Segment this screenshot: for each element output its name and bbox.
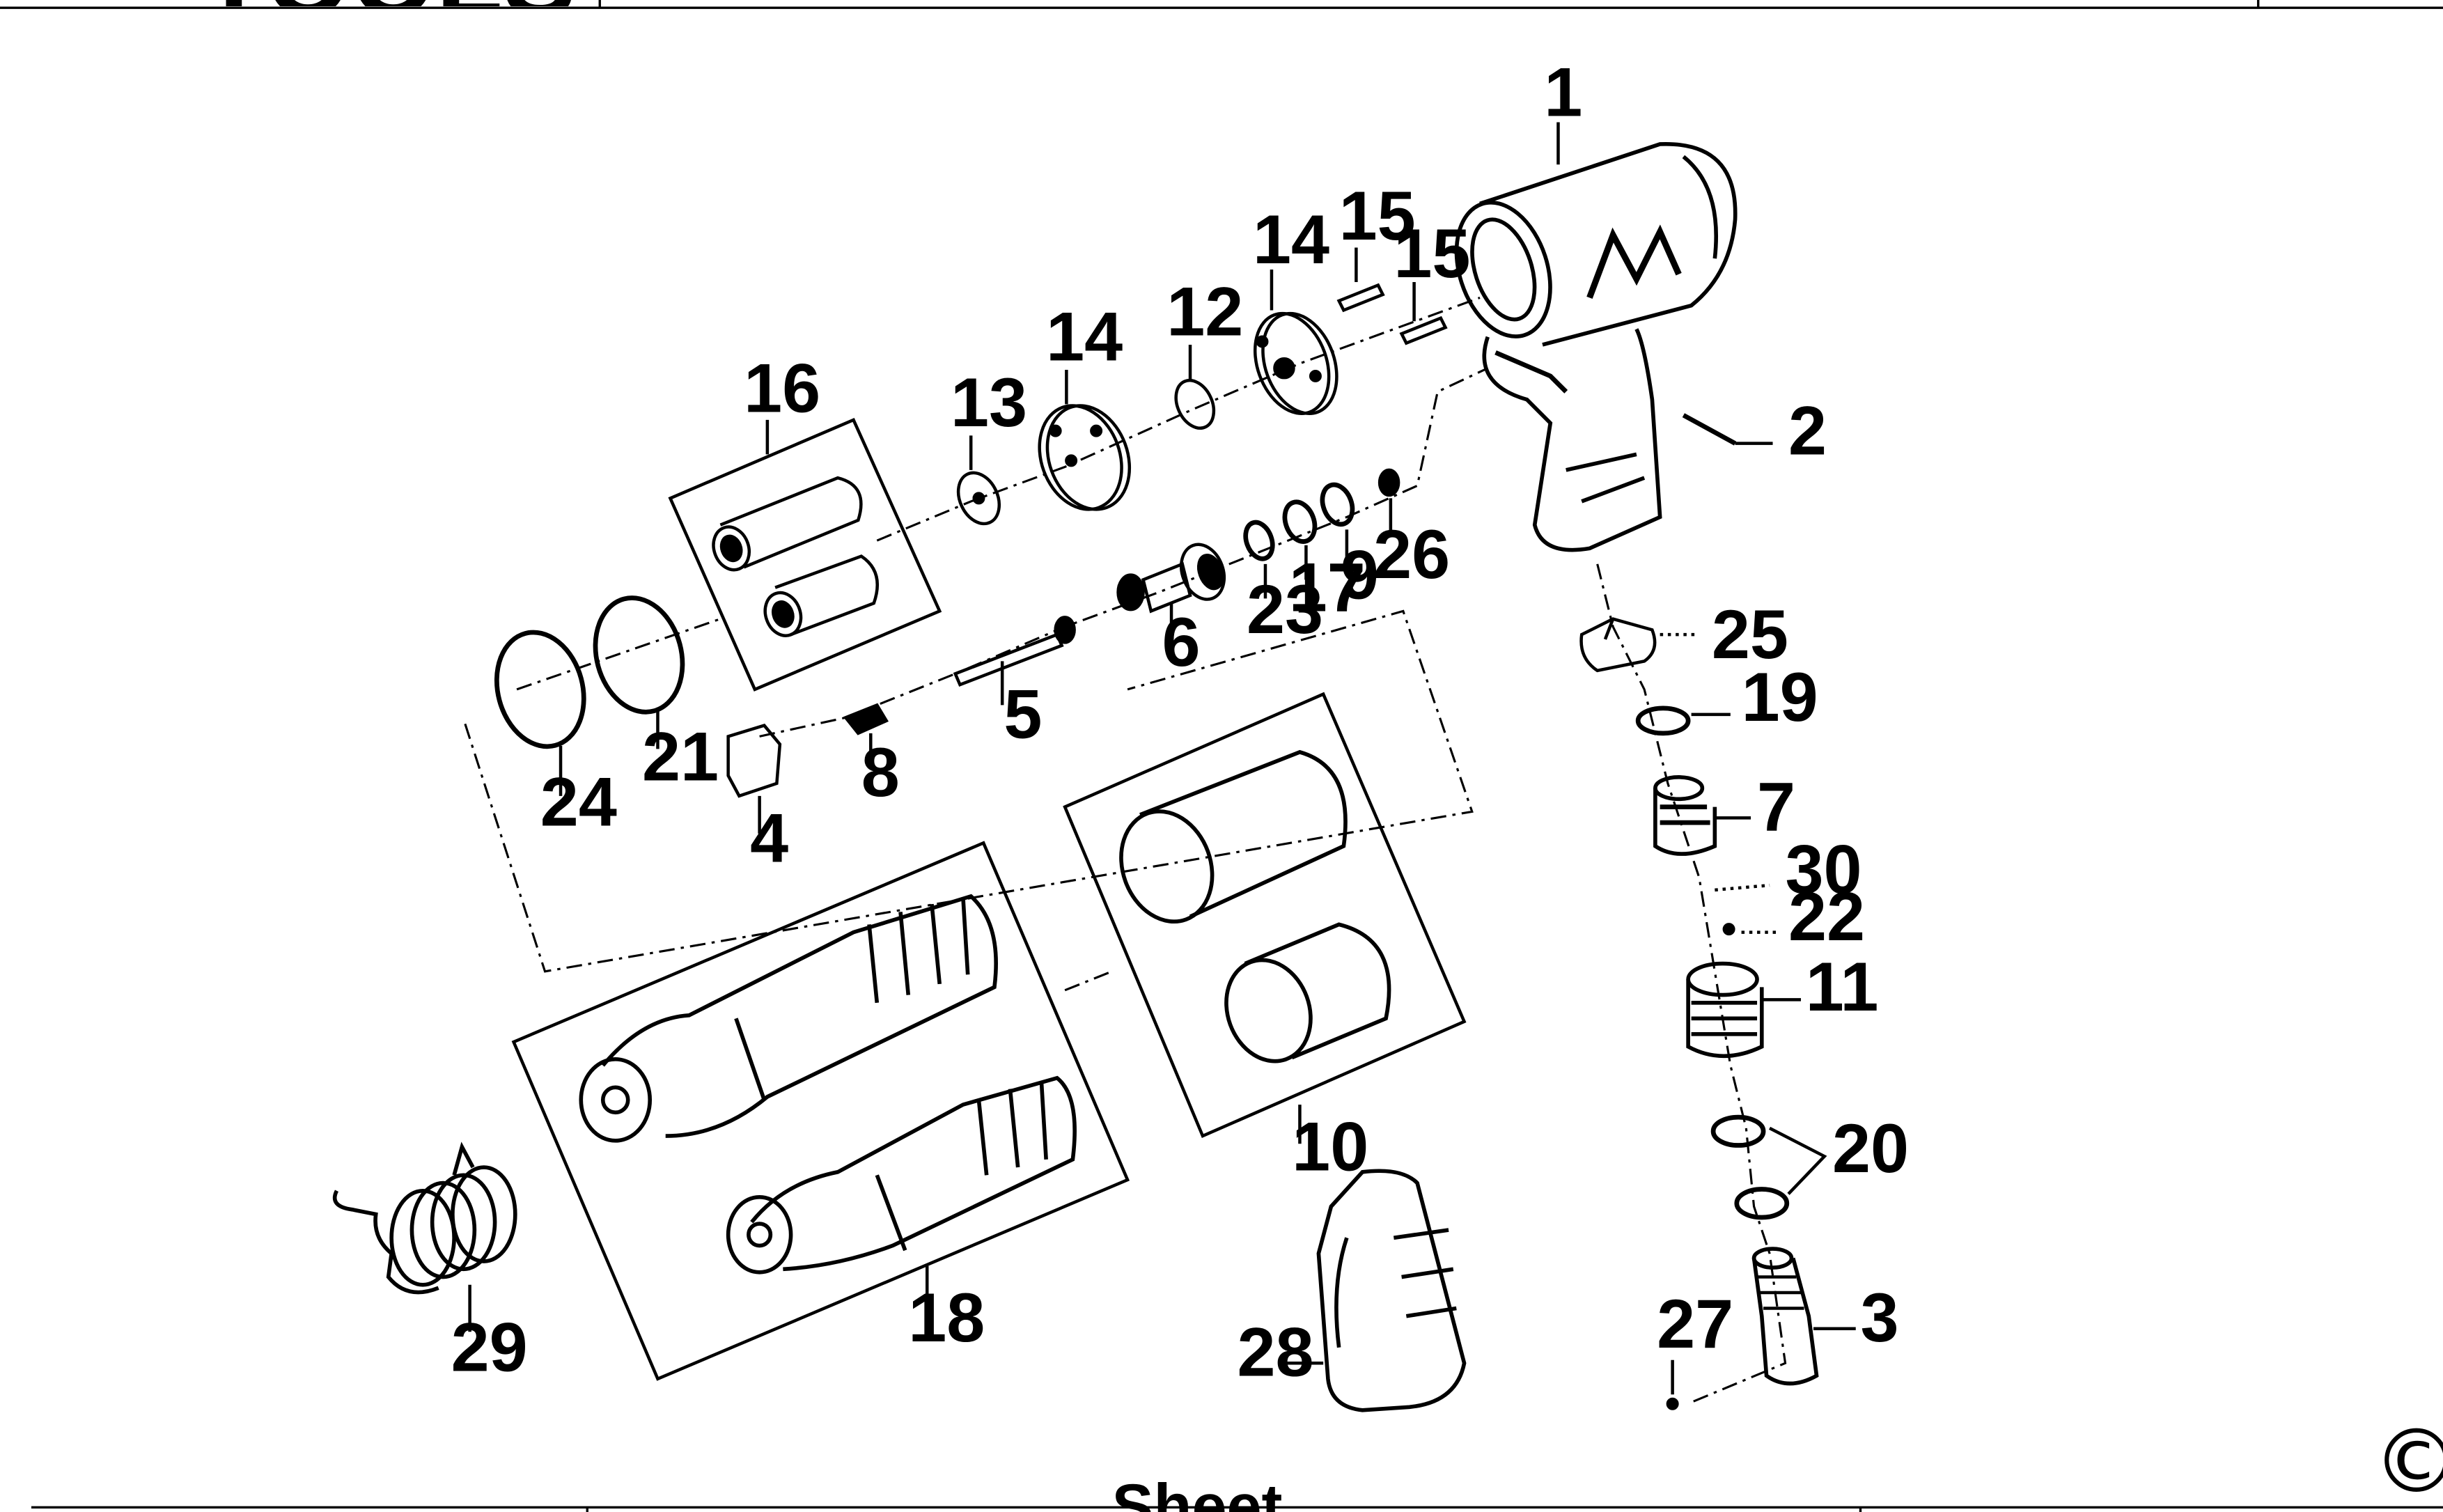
part-20-washers <box>1710 1114 1827 1220</box>
callout-26: 26 <box>1373 515 1450 593</box>
callout-14-front: 14 <box>1253 201 1329 278</box>
callout-15-lower: 15 <box>1394 215 1470 292</box>
callout-13: 13 <box>951 364 1027 441</box>
callout-28: 28 <box>1237 1313 1313 1390</box>
callout-25: 25 <box>1712 595 1788 673</box>
callout-1: 1 <box>1544 53 1582 130</box>
callout-2: 2 <box>1788 391 1827 469</box>
part-11-regulator <box>1686 961 1802 1059</box>
callout-29: 29 <box>451 1309 528 1386</box>
part-30-22-small <box>1715 883 1778 936</box>
part-15-pins <box>1336 247 1448 345</box>
callout-17: 17 <box>1289 548 1366 625</box>
kit-box-16 <box>668 417 942 692</box>
part-14-end-plate-rear <box>1038 369 1132 511</box>
callout-12: 12 <box>1166 272 1243 350</box>
callout-8: 8 <box>861 733 900 811</box>
kit-box-18 <box>511 841 1130 1381</box>
part-1-housing <box>1454 142 1738 552</box>
part-10-sleeves <box>1119 749 1391 1144</box>
part-25-trigger <box>1579 617 1699 673</box>
part-4-cap <box>726 724 782 834</box>
callout-20: 20 <box>1832 1109 1909 1187</box>
part-16-cylinders <box>712 419 880 637</box>
callout-30: 30 <box>1786 830 1862 907</box>
part-3-inlet <box>1751 1247 1856 1386</box>
part-14-end-plate-front <box>1253 269 1338 415</box>
footer-fragment: Sheet <box>1112 1472 1283 1512</box>
title-block-top <box>0 0 2443 9</box>
callout-5: 5 <box>1004 676 1042 753</box>
callout-19: 19 <box>1742 658 1818 735</box>
part-18-cylinders <box>579 894 1077 1309</box>
title-block-bottom <box>31 1506 2443 1512</box>
callout-11: 11 <box>1806 948 1879 1025</box>
callout-24: 24 <box>540 763 617 841</box>
part-21-24-o-rings <box>494 595 685 796</box>
part-6-valve <box>1116 543 1226 635</box>
callout-15-upper: 15 <box>1339 177 1416 254</box>
callout-6: 6 <box>1162 603 1201 680</box>
callout-labels: 1 2 3 4 5 6 7 8 9 10 11 12 13 14 14 15 1… <box>451 53 1909 1390</box>
callout-27: 27 <box>1657 1285 1733 1362</box>
callout-16: 16 <box>744 350 820 427</box>
part-28-boot <box>1283 1169 1467 1412</box>
callout-14-rear: 14 <box>1046 297 1123 375</box>
part-7-bushing <box>1653 775 1751 856</box>
part-12-ring <box>1174 344 1216 430</box>
part-8-plug <box>843 703 889 768</box>
copyright-symbol: © <box>2373 1410 2443 1512</box>
kit-box-10 <box>1063 692 1467 1139</box>
part-29-spring <box>332 1141 517 1332</box>
callout-10: 10 <box>1292 1108 1368 1185</box>
part-26-screw <box>1377 468 1400 533</box>
brand-fragment: TOOLS <box>201 0 576 40</box>
callout-18: 18 <box>908 1279 985 1356</box>
callout-7: 7 <box>1757 767 1795 845</box>
callout-21: 21 <box>642 717 719 795</box>
callout-23: 23 <box>1247 570 1323 648</box>
callout-4: 4 <box>750 799 788 876</box>
part-19-washer <box>1635 706 1731 736</box>
part-13-washer <box>956 435 1001 526</box>
callout-22: 22 <box>1788 878 1865 955</box>
callout-9: 9 <box>1341 536 1379 613</box>
part-2-pin <box>1682 413 1773 446</box>
callout-3: 3 <box>1860 1279 1898 1356</box>
part-23-17-9-rings <box>1243 482 1355 599</box>
part-5-valve-stem <box>953 616 1076 706</box>
part-27-screw <box>1666 1359 1679 1410</box>
